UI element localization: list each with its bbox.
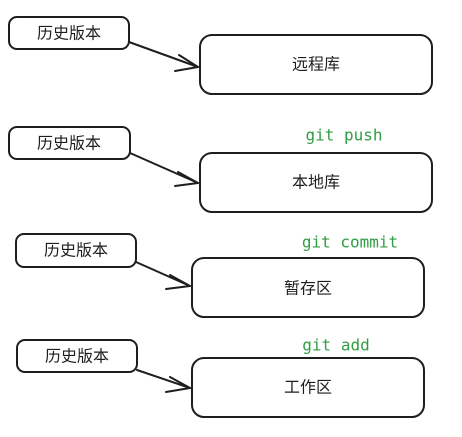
local-repo-label: 本地库 <box>292 173 340 192</box>
working-dir-box: 工作区 <box>191 357 425 418</box>
history-box-working: 历史版本 <box>16 339 138 373</box>
staging-area-label: 暂存区 <box>284 279 332 298</box>
staging-area-box: 暂存区 <box>191 257 425 318</box>
arrow-remote <box>128 41 199 72</box>
remote-repo-box: 远程库 <box>199 34 433 95</box>
history-label-remote: 历史版本 <box>37 24 101 43</box>
row-working: git add 历史版本 工作区 <box>16 336 425 418</box>
history-label-working: 历史版本 <box>45 347 109 366</box>
command-git-add: git add <box>302 336 369 355</box>
row-local: git push 历史版本 本地库 <box>8 126 433 213</box>
arrow-local <box>129 152 199 187</box>
arrow-staging <box>135 261 191 290</box>
history-label-local: 历史版本 <box>37 134 101 153</box>
history-box-local: 历史版本 <box>8 126 131 160</box>
remote-repo-label: 远程库 <box>292 55 340 74</box>
row-staging: git commit 历史版本 暂存区 <box>15 233 425 318</box>
command-git-commit: git commit <box>302 233 398 252</box>
working-dir-label: 工作区 <box>284 378 332 397</box>
local-repo-box: 本地库 <box>199 152 433 213</box>
command-git-push: git push <box>305 126 382 145</box>
history-label-staging: 历史版本 <box>44 241 108 260</box>
history-box-staging: 历史版本 <box>15 233 137 268</box>
row-remote: 历史版本 远程库 <box>8 16 433 95</box>
history-box-remote: 历史版本 <box>8 16 130 50</box>
arrow-working <box>136 369 191 393</box>
